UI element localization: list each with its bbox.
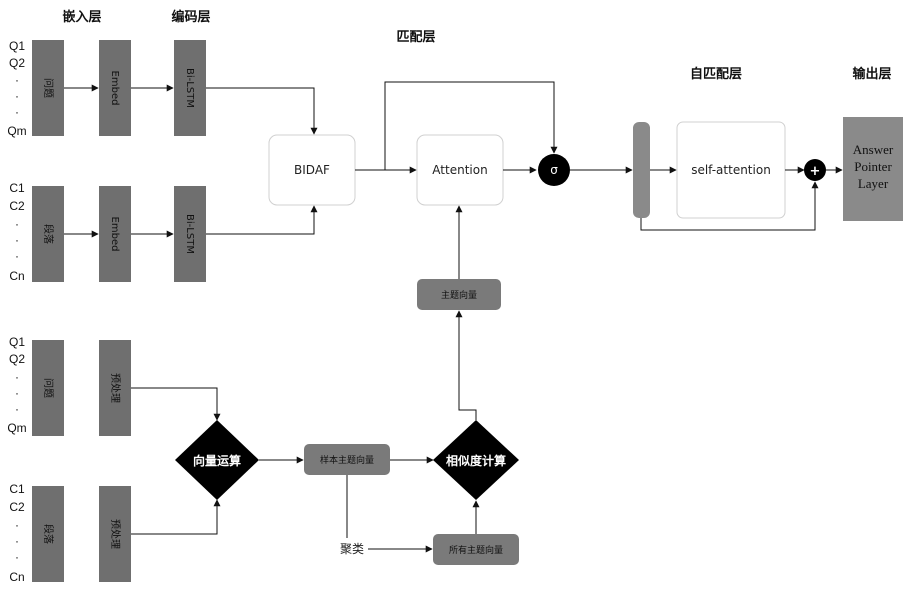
seq-item: Q1 [9,335,25,349]
bilstm-block-top-label: Bi-LSTM [184,68,195,108]
header-self-match-layer: 自匹配层 [690,66,742,82]
seq-item: Q1 [9,39,25,53]
header-encode-layer: 编码层 [171,9,210,25]
seq-item: C1 [9,482,25,496]
embed-block-mid-label: Embed [109,217,120,252]
all-topic-vectors-label: 所有主题向量 [449,544,503,556]
seq-item: · [15,217,19,231]
arrow-bilstm-top-to-bidaf [206,88,314,134]
header-embed-layer: 嵌入层 [62,9,101,25]
arrow-preprocess-top-to-vector-op [131,388,217,420]
arrow-similarity-to-topic-vector [459,311,476,420]
arrow-preprocess-bottom-to-vector-op [131,500,217,534]
answer-label-line1: Answer [853,142,894,157]
question-block-bottom-label: 问题 [42,378,55,398]
seq-item: Cn [9,269,24,283]
arrow-bilstm-mid-to-bidaf [206,206,314,234]
seq-item: Q2 [9,56,25,70]
question-seq-bottom: Q1 Q2 · · · Qm [7,335,26,435]
seq-item: C1 [9,181,25,195]
preprocess-block-top-label: 预处理 [109,373,121,403]
context-seq-bottom: C1 C2 · · · Cn [9,482,25,584]
question-seq-top: Q1 Q2 · · · Qm [7,39,26,138]
topic-vector-label: 主题向量 [441,289,477,301]
seq-item: · [15,249,19,263]
bidaf-label: BIDAF [294,163,330,177]
context-seq-top: C1 C2 · · · Cn [9,181,25,283]
seq-item: C2 [9,500,25,514]
seq-item: · [15,233,19,247]
seq-item: Cn [9,570,24,584]
question-block-top-label: 问题 [42,78,55,98]
similarity-label: 相似度计算 [446,453,506,468]
seq-item: · [15,534,19,548]
seq-item: Q2 [9,352,25,366]
vector-op-label: 向量运算 [193,453,241,468]
answer-label-line3: Layer [858,176,889,191]
answer-label-line2: Pointer [854,159,892,174]
cluster-label: 聚类 [340,542,364,556]
attention-label: Attention [432,163,487,177]
self-match-input-bar [633,122,650,218]
header-output-layer: 输出层 [852,66,891,82]
seq-item: C2 [9,199,25,213]
seq-item: Qm [7,124,26,138]
seq-item: · [15,518,19,532]
seq-item: Qm [7,421,26,435]
header-match-layer: 匹配层 [396,30,435,45]
bilstm-block-mid-label: Bi-LSTM [184,214,195,254]
plus-label: + [810,164,821,179]
seq-item: · [15,105,19,119]
seq-item: · [15,402,19,416]
seq-item: · [15,73,19,87]
seq-item: · [15,550,19,564]
sigma-label: σ [550,163,558,177]
sample-topic-vector-label: 样本主题向量 [320,454,374,466]
context-block-bottom-label: 段落 [42,524,55,544]
seq-item: · [15,370,19,384]
seq-item: · [15,89,19,103]
context-block-top-label: 段落 [42,224,55,244]
embed-block-top-label: Embed [109,71,120,106]
self-attention-label: self-attention [691,163,771,177]
preprocess-block-bottom-label: 预处理 [109,519,121,549]
seq-item: · [15,386,19,400]
